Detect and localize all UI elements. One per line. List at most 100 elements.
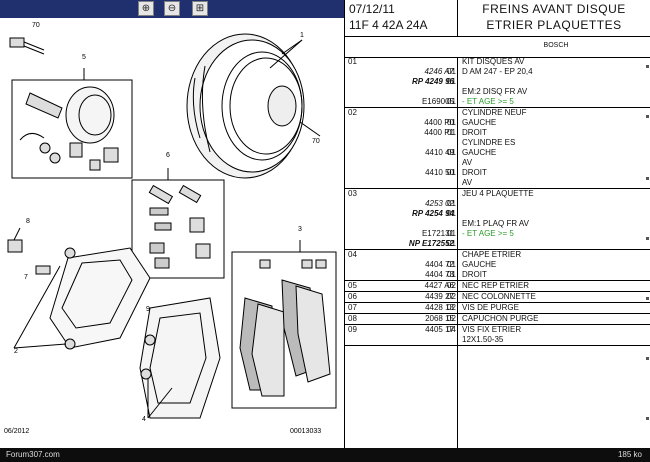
part-quantity: 01 bbox=[447, 209, 456, 218]
part-reference[interactable]: 4404 73 bbox=[425, 270, 454, 279]
part-description: GAUCHE bbox=[462, 148, 497, 157]
part-description: AV bbox=[462, 158, 473, 167]
part-description: - ET AGE >= 5 bbox=[462, 97, 514, 106]
part-quantity: 01 bbox=[447, 77, 456, 86]
part-reference[interactable]: 4404 72 bbox=[425, 260, 454, 269]
part-reference[interactable]: 4410 49 bbox=[425, 148, 454, 157]
part-description: DROIT bbox=[462, 168, 487, 177]
callout-label: 70 bbox=[312, 138, 320, 145]
zoom-fit-icon[interactable]: ⊞ bbox=[192, 1, 208, 16]
part-reference[interactable]: 4400 P1 bbox=[424, 128, 454, 137]
callout-label: 6 bbox=[166, 152, 170, 159]
callout-label: 3 bbox=[298, 226, 302, 233]
part-description: CYLINDRE NEUF bbox=[462, 108, 527, 117]
column-divider bbox=[457, 57, 458, 448]
status-bar: Forum307.com 185 ko bbox=[0, 448, 650, 462]
part-description: EM:2 DISQ FR AV bbox=[462, 87, 528, 96]
bleed-screw-drawing bbox=[9, 37, 45, 55]
part-reference[interactable]: 4427 A6 bbox=[424, 281, 454, 290]
part-reference[interactable]: E172131 bbox=[421, 229, 454, 238]
part-reference[interactable]: 2068 15 bbox=[425, 314, 454, 323]
part-reference[interactable]: 4428 13 bbox=[425, 303, 454, 312]
header-divider bbox=[457, 0, 458, 36]
brake-diagram-drawing bbox=[7, 33, 337, 419]
part-reference[interactable]: E169005 bbox=[421, 97, 454, 106]
part-description: CHAPE ETRIER bbox=[462, 250, 522, 259]
part-reference[interactable]: RP 4254 94 bbox=[412, 209, 454, 218]
part-description: DROIT bbox=[462, 270, 487, 279]
part-line: CYLINDRE ES bbox=[345, 138, 650, 148]
callout-label: 5 bbox=[82, 54, 86, 61]
part-line: AV bbox=[345, 158, 650, 168]
part-quantity: 01 bbox=[447, 199, 456, 208]
part-quantity: 01 bbox=[447, 260, 456, 269]
part-reference[interactable]: 4410 50 bbox=[425, 168, 454, 177]
part-description: DROIT bbox=[462, 128, 487, 137]
group-number: 06 bbox=[348, 292, 357, 301]
parts-list-panel: 07/12/11 11F 4 42A 24A FREINS AVANT DISQ… bbox=[345, 0, 650, 448]
part-quantity: 01 bbox=[447, 168, 456, 177]
part-quantity: 02 bbox=[447, 292, 456, 301]
scroll-markers bbox=[646, 65, 649, 420]
zoom-out-icon[interactable]: ⊖ bbox=[164, 1, 180, 16]
part-description: - ET AGE >= 5 bbox=[462, 229, 514, 238]
part-reference[interactable]: RP 4249 96 bbox=[412, 77, 454, 86]
part-quantity: 01 bbox=[447, 118, 456, 127]
part-reference[interactable]: NP E172552 bbox=[408, 239, 454, 248]
part-description: 12X1.50-35 bbox=[462, 335, 504, 344]
header-reference: 11F 4 42A 24A bbox=[349, 18, 428, 32]
part-description: NEC COLONNETTE bbox=[462, 292, 536, 301]
callout-label: 2 bbox=[14, 348, 18, 355]
brake-pad-kit-box bbox=[231, 251, 337, 409]
part-quantity: 02 bbox=[447, 281, 456, 290]
part-reference[interactable]: 4405 17 bbox=[425, 325, 454, 334]
part-description: EM:1 PLAQ FR AV bbox=[462, 219, 529, 228]
part-quantity: 02 bbox=[447, 314, 456, 323]
part-line: EM:2 DISQ FR AV bbox=[345, 87, 650, 97]
part-quantity: 01 bbox=[447, 270, 456, 279]
header-date: 07/12/11 bbox=[349, 2, 395, 16]
callout-label: 8 bbox=[26, 218, 30, 225]
part-quantity: 02 bbox=[447, 303, 456, 312]
repair-kit-box bbox=[11, 79, 133, 179]
part-description: GAUCHE bbox=[462, 118, 497, 127]
part-line: 12X1.50-35 bbox=[345, 335, 650, 345]
zoom-in-icon[interactable]: ⊕ bbox=[138, 1, 154, 16]
parts-header: 07/12/11 11F 4 42A 24A FREINS AVANT DISQ… bbox=[345, 0, 650, 37]
part-quantity: 04 bbox=[447, 325, 456, 334]
part-reference[interactable]: 4439 27 bbox=[425, 292, 454, 301]
part-reference[interactable]: 4246 A7 bbox=[424, 67, 454, 76]
part-description: NEC REP ETRIER bbox=[462, 281, 529, 290]
part-description: VIS DE PURGE bbox=[462, 303, 519, 312]
site-watermark: Forum307.com bbox=[6, 450, 60, 459]
guide-pin-kit-box bbox=[131, 179, 225, 279]
group-number: 01 bbox=[348, 57, 357, 66]
header-title-line2: ETRIER PLAQUETTES bbox=[486, 18, 622, 32]
part-quantity: 01 bbox=[447, 148, 456, 157]
part-reference[interactable]: 4400 P0 bbox=[424, 118, 454, 127]
part-quantity: 01 bbox=[447, 229, 456, 238]
part-description: CYLINDRE ES bbox=[462, 138, 516, 147]
part-reference[interactable]: 4253 02 bbox=[425, 199, 454, 208]
